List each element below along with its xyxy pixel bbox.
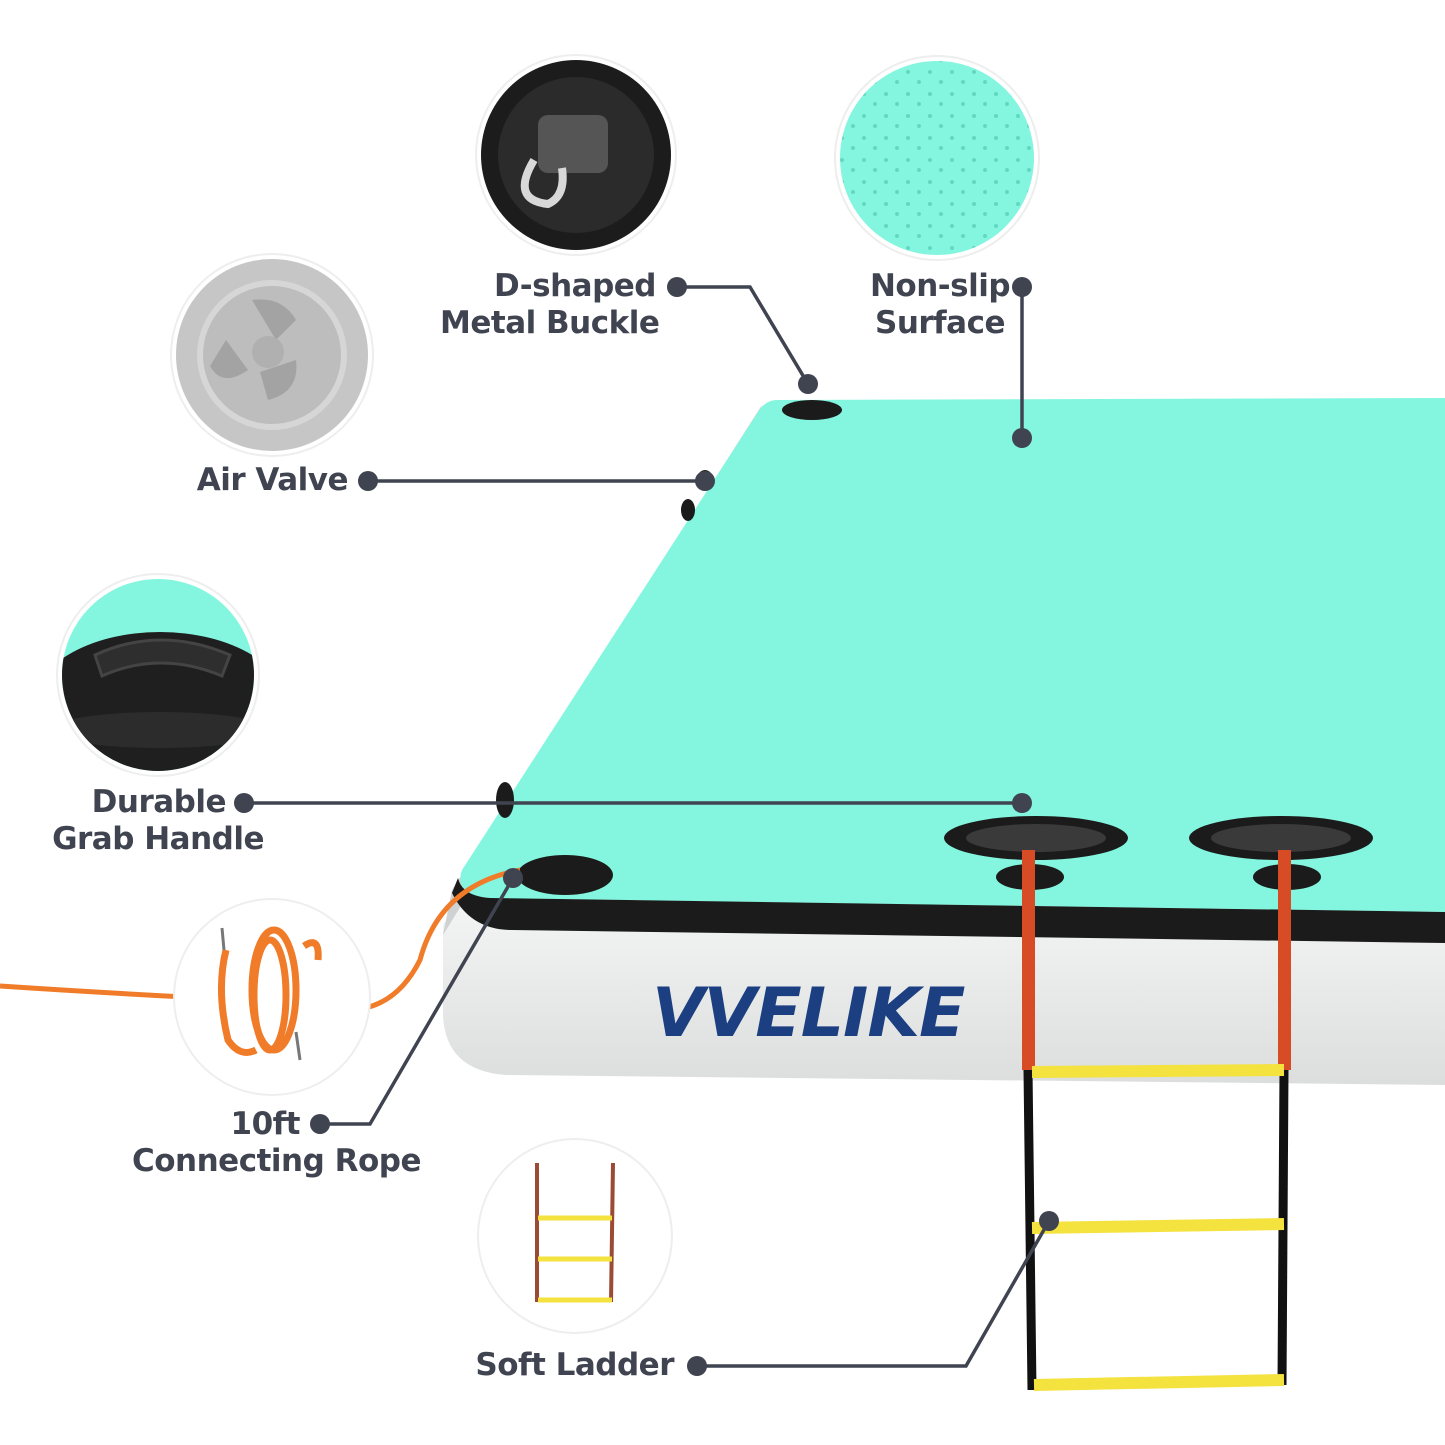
brand-logo: VVELIKE <box>652 974 965 1053</box>
mat-deck-edge <box>452 878 1445 943</box>
coiled-rope-icon <box>173 898 371 1096</box>
callout-dots <box>234 277 1059 1376</box>
d-ring-buckle-icon <box>475 54 677 256</box>
callout-lines <box>244 285 1051 1368</box>
side-handle <box>496 782 514 818</box>
label-handle: Durable Grab Handle <box>52 784 264 857</box>
mat-hardware <box>496 400 1373 895</box>
non-slip-texture-icon <box>834 55 1040 261</box>
soft-ladder-icon <box>477 1138 673 1334</box>
connecting-rope <box>0 867 521 1011</box>
label-ladder: Soft Ladder <box>475 1347 674 1383</box>
label-buckle: D-shaped Metal Buckle <box>440 268 660 341</box>
mat-side-wall <box>443 905 1445 1085</box>
air-valve-icon <box>170 253 374 457</box>
label-surface: Non-slip Surface <box>869 268 1011 341</box>
inflatable-mat: VVELIKE <box>443 398 1445 1085</box>
deck-d-ring <box>782 400 842 420</box>
label-rope: 10ft <box>230 1106 301 1142</box>
ladder <box>1022 850 1291 1391</box>
grab-handle-icon <box>56 573 260 777</box>
label-rope-line2: Connecting Rope <box>132 1143 421 1179</box>
side-valve-dot <box>681 499 695 521</box>
mat-deck <box>460 398 1445 912</box>
rope-d-ring <box>517 855 613 895</box>
label-valve: Air Valve <box>196 462 349 498</box>
